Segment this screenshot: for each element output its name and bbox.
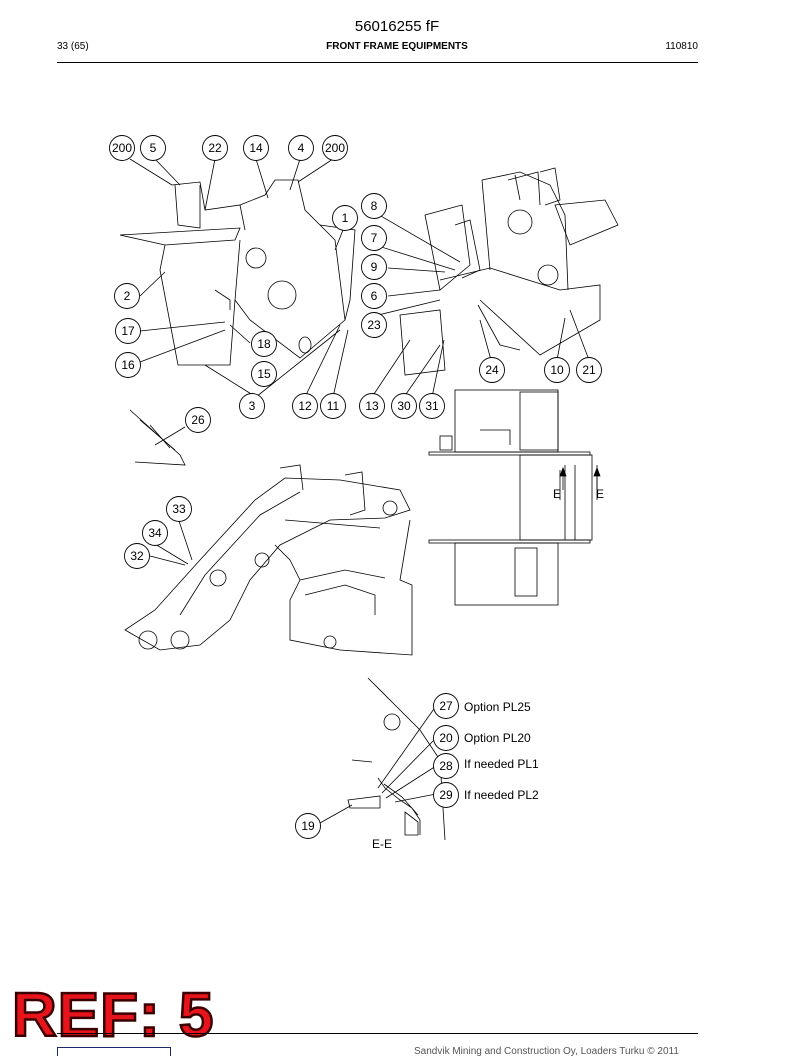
callout-20: 20 (433, 725, 459, 751)
callout-10: 10 (544, 357, 570, 383)
callout-11: 11 (320, 393, 346, 419)
page-title: FRONT FRAME EQUIPMENTS (326, 41, 468, 52)
ref-stamp: REF: 5 (11, 981, 215, 1050)
svg-text:13: 13 (365, 399, 379, 413)
callout-31: 31 (419, 393, 445, 419)
svg-text:16: 16 (121, 358, 135, 372)
svg-text:32: 32 (130, 549, 144, 563)
header-rule (57, 62, 698, 63)
callout-23: 23 (361, 312, 387, 338)
footer-copyright: Sandvik Mining and Construction Oy, Load… (414, 1046, 679, 1057)
svg-text:19: 19 (301, 819, 315, 833)
page-number: 33 (65) (57, 41, 89, 52)
section-arrows (559, 466, 601, 490)
note-option-pl25: Option PL25 (464, 700, 531, 714)
callout-6: 6 (361, 283, 387, 309)
svg-text:3: 3 (249, 399, 256, 413)
callout-17: 17 (115, 318, 141, 344)
frame-line-art (119, 158, 619, 841)
callout-16: 16 (115, 352, 141, 378)
callout-24: 24 (479, 357, 505, 383)
callout-26: 26 (185, 407, 211, 433)
callout-32: 32 (124, 543, 150, 569)
callout-21: 21 (576, 357, 602, 383)
section-marker-right: E (596, 487, 604, 501)
date-code: 110810 (665, 41, 698, 52)
svg-text:28: 28 (439, 759, 453, 773)
svg-text:22: 22 (208, 141, 222, 155)
svg-text:9: 9 (371, 260, 378, 274)
callout-14: 14 (243, 135, 269, 161)
svg-text:12: 12 (298, 399, 312, 413)
note-option-pl20: Option PL20 (464, 731, 531, 745)
callout-18: 18 (251, 331, 277, 357)
svg-text:1: 1 (342, 211, 349, 225)
svg-text:18: 18 (257, 337, 271, 351)
callout-9: 9 (361, 254, 387, 280)
svg-text:15: 15 (257, 367, 271, 381)
document-number: 56016255 fF (354, 18, 440, 35)
callout-12: 12 (292, 393, 318, 419)
svg-text:34: 34 (148, 526, 162, 540)
svg-text:6: 6 (371, 289, 378, 303)
svg-text:17: 17 (121, 324, 135, 338)
callout-5: 5 (140, 135, 166, 161)
svg-text:21: 21 (582, 363, 596, 377)
note-if-needed-pl2: If needed PL2 (464, 788, 539, 802)
svg-text:5: 5 (150, 141, 157, 155)
svg-text:24: 24 (485, 363, 499, 377)
svg-text:20: 20 (439, 731, 453, 745)
svg-text:29: 29 (439, 788, 453, 802)
svg-text:7: 7 (371, 231, 378, 245)
svg-text:2: 2 (124, 289, 131, 303)
callout-3: 3 (239, 393, 265, 419)
svg-text:14: 14 (249, 141, 263, 155)
callout-29: 29 (433, 782, 459, 808)
callout-30: 30 (391, 393, 417, 419)
svg-text:31: 31 (425, 399, 439, 413)
callout-2: 2 (114, 283, 140, 309)
callout-200-left: 200 (109, 135, 135, 161)
callout-200-right: 200 (322, 135, 348, 161)
svg-text:10: 10 (550, 363, 564, 377)
svg-text:8: 8 (371, 199, 378, 213)
callout-27: 27 (433, 693, 459, 719)
svg-text:26: 26 (191, 413, 205, 427)
callout-4: 4 (288, 135, 314, 161)
svg-text:11: 11 (327, 399, 340, 413)
callout-22: 22 (202, 135, 228, 161)
callout-7: 7 (361, 225, 387, 251)
callout-19: 19 (295, 813, 321, 839)
svg-text:4: 4 (298, 141, 305, 155)
section-label: E-E (372, 837, 392, 851)
note-if-needed-pl1: If needed PL1 (464, 757, 539, 771)
svg-text:200: 200 (325, 141, 345, 155)
svg-text:33: 33 (172, 502, 186, 516)
callout-13: 13 (359, 393, 385, 419)
callout-15: 15 (251, 361, 277, 387)
callout-1: 1 (332, 205, 358, 231)
callout-28: 28 (433, 753, 459, 779)
svg-text:30: 30 (397, 399, 411, 413)
svg-text:200: 200 (112, 141, 132, 155)
section-marker-left: E (553, 487, 561, 501)
callout-34: 34 (142, 520, 168, 546)
svg-text:23: 23 (367, 318, 381, 332)
callout-8: 8 (361, 193, 387, 219)
company-logo (57, 1047, 171, 1056)
callout-33: 33 (166, 496, 192, 522)
footer-rule (57, 1033, 698, 1034)
svg-text:27: 27 (439, 699, 453, 713)
